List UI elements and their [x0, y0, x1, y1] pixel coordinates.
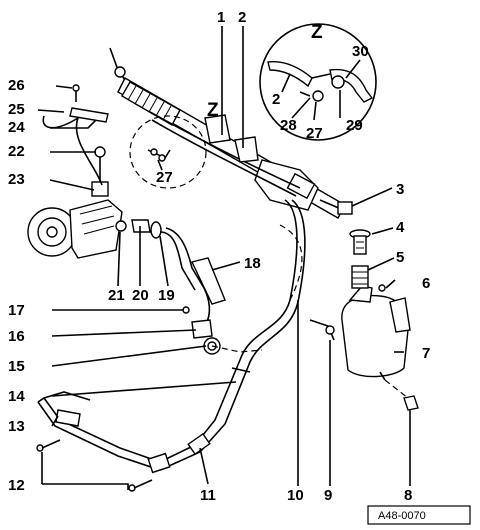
power-steering-pump	[27, 146, 123, 259]
callout-20: 20	[132, 287, 149, 304]
detail-z-inset: Z	[259, 22, 377, 141]
hydraulic-lines	[37, 199, 335, 474]
callout-27: 27	[156, 169, 173, 186]
reference-code-box	[367, 505, 471, 525]
callout-16: 16	[8, 328, 25, 345]
hose-clamp	[191, 319, 213, 339]
pump-outlet-fittings	[115, 219, 205, 291]
steering-rack	[109, 47, 353, 219]
callout-21: 21	[108, 287, 125, 304]
callout-11: 11	[200, 487, 216, 504]
inset-callout-2: 2	[272, 91, 280, 108]
callout-15: 15	[8, 358, 25, 375]
bracket-18	[191, 257, 226, 305]
feed-hose-loop	[42, 115, 79, 129]
callout-22: 22	[8, 143, 25, 160]
callout-18: 18	[244, 255, 261, 272]
callout-1: 1	[217, 9, 225, 26]
fasteners-12	[36, 439, 153, 492]
bolt-26	[72, 84, 80, 92]
callout-6: 6	[422, 275, 430, 292]
callout-28: 28	[280, 117, 297, 134]
callout-7: 7	[422, 345, 430, 362]
callout-13: 13	[8, 418, 25, 435]
callout-10: 10	[287, 487, 304, 504]
callout-5: 5	[396, 249, 404, 266]
callout-14: 14	[8, 388, 25, 405]
callout-8: 8	[404, 487, 412, 504]
reservoir-filter	[351, 265, 386, 292]
callout-4: 4	[396, 219, 405, 236]
rack-detail-parts	[147, 148, 171, 162]
nut-8	[384, 379, 419, 411]
detail-circle-z	[129, 115, 207, 189]
leader-lines	[37, 26, 411, 490]
reservoir-cap	[349, 229, 371, 255]
callout-9: 9	[324, 487, 332, 504]
callout-29: 29	[346, 117, 363, 134]
callout-17: 17	[8, 302, 25, 319]
inset-callout-27: 27	[306, 125, 323, 142]
fluid-reservoir	[325, 285, 411, 381]
union-fitting	[69, 107, 109, 123]
callout-25: 25	[8, 101, 25, 118]
reference-code: A48-0070	[378, 510, 426, 522]
callout-19: 19	[158, 287, 175, 304]
callout-26: 26	[8, 77, 25, 94]
z-label-rack: Z	[207, 100, 219, 121]
callout-3: 3	[396, 181, 404, 198]
callout-30: 30	[352, 43, 369, 60]
z-label-inset: Z	[311, 22, 323, 43]
callout-24: 24	[8, 119, 25, 136]
callout-23: 23	[8, 171, 25, 188]
callout-12: 12	[8, 477, 25, 494]
callout-2: 2	[238, 9, 246, 26]
